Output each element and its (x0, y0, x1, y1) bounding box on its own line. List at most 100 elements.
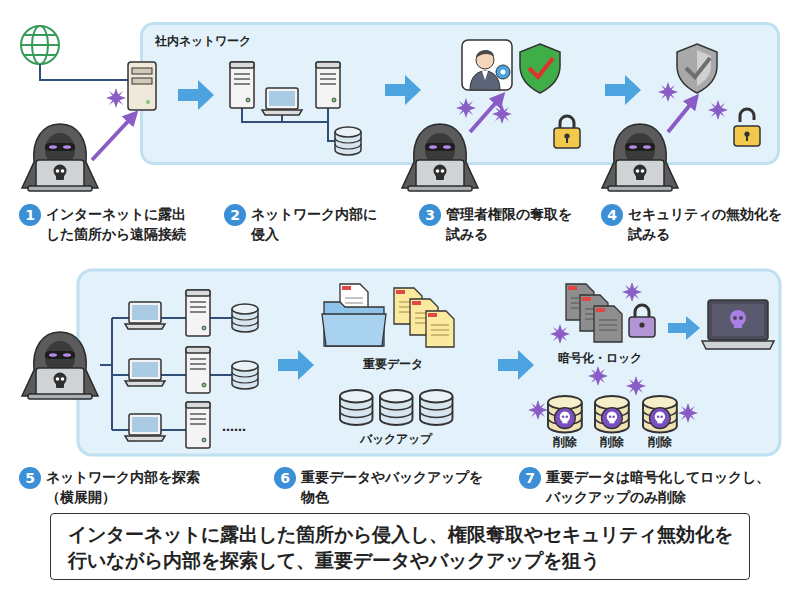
deleted-database (595, 396, 629, 432)
icon-label: 重要データ (363, 357, 423, 371)
database-icon (232, 361, 258, 389)
flow-arrow (278, 350, 314, 380)
callout-number: 1 (19, 204, 41, 226)
disabled-shield (677, 44, 717, 93)
lateral-wires (100, 318, 245, 430)
ransom-laptop (733, 316, 737, 320)
attack-burst (678, 403, 698, 423)
disabled-shield (686, 58, 710, 77)
attack-burst (626, 376, 646, 396)
admin-icon (462, 40, 512, 90)
icon-label: 暗号化・ロック (558, 351, 642, 365)
flow-arrow-small (668, 316, 700, 340)
backup-database (340, 390, 373, 425)
attacker-icon (602, 124, 678, 191)
data-folder (322, 284, 386, 346)
ransom-laptop (712, 304, 764, 336)
ransom-laptop (702, 341, 774, 349)
admin-icon (496, 65, 510, 79)
globe-icon (24, 35, 56, 55)
gateway-server (128, 62, 156, 110)
purple-padlock (639, 322, 644, 327)
attack-arrow (92, 116, 133, 160)
attacker-icon (402, 124, 478, 191)
deleted-database (643, 396, 677, 432)
laptop-icon (125, 414, 165, 441)
ellipsis-mark: …… (222, 420, 246, 434)
ransom-laptop (702, 300, 774, 349)
server-icon (230, 62, 254, 108)
callout-number: 7 (519, 467, 541, 489)
purple-padlock (629, 305, 655, 337)
data-folder (322, 314, 386, 346)
attack-burst (106, 88, 126, 108)
ransom-laptop (734, 323, 742, 328)
step-description: ネットワーク内部に侵入 (251, 204, 381, 244)
document-icon (426, 311, 454, 347)
admin-icon (470, 71, 500, 90)
database-icon (232, 304, 258, 332)
server-icon (186, 290, 210, 336)
backup-database (420, 390, 453, 425)
globe-icon (21, 44, 59, 46)
flow-arrow (385, 75, 421, 105)
lateral-wires (100, 318, 245, 430)
server-icon (186, 402, 210, 448)
step-description: ネットワーク内部を探索（横展開） (46, 467, 204, 507)
step-description: 重要データやバックアップを物色 (301, 467, 487, 507)
padlock-open (734, 109, 760, 146)
admin-icon (482, 71, 488, 80)
purple-padlock (635, 305, 649, 318)
gateway-server (128, 62, 156, 110)
admin-icon (476, 50, 494, 58)
flow-arrow (178, 80, 214, 110)
caption-box: インターネットに露出した箇所から侵入し、権限奪取やセキュリティ無効化を行いながら… (50, 513, 750, 580)
attack-burst (622, 282, 642, 302)
padlock-closed (554, 116, 580, 148)
attacker-icon (22, 332, 98, 399)
admin-icon (501, 70, 506, 75)
security-shield (520, 44, 560, 93)
zone-label: 社内ネットワーク (155, 33, 251, 50)
flow-arrow (605, 75, 641, 105)
server-icon (316, 62, 340, 108)
attack-burst (550, 324, 570, 344)
step-description: セキュリティの無効化を試みる (628, 204, 786, 244)
encrypted-document (594, 306, 622, 342)
icon-label: バックアップ (360, 432, 432, 446)
attack-burst (492, 104, 512, 124)
database-icon (335, 127, 361, 155)
gateway-server (146, 100, 150, 104)
globe-icon (21, 26, 59, 64)
globe-icon (21, 26, 59, 64)
step-description: インターネットに露出した箇所から遠隔接続 (46, 204, 190, 244)
callout-number: 4 (601, 204, 623, 226)
callout-number: 2 (224, 204, 246, 226)
gateway-server (132, 78, 152, 84)
security-shield (529, 58, 553, 77)
step-description: 重要データは暗号化してロックし、バックアップのみ削除 (546, 467, 774, 507)
admin-icon (462, 40, 512, 90)
icon-label: 削除 (553, 435, 577, 449)
deleted-database (548, 396, 582, 432)
callout-number: 6 (274, 467, 296, 489)
icon-label: 削除 (600, 435, 624, 449)
server-icon (186, 347, 210, 393)
flow-arrow (498, 350, 534, 380)
internet-wire (40, 64, 128, 80)
attacker-icon (22, 124, 98, 191)
caption-text: インターネットに露出した箇所から侵入し、権限奪取やセキュリティ無効化を行いながら… (68, 521, 739, 573)
attack-burst (456, 98, 476, 118)
callout-number: 5 (19, 467, 41, 489)
ransom-laptop (739, 316, 743, 320)
network-zone-bottom (78, 270, 780, 455)
attack-burst (658, 82, 678, 102)
laptop-icon (125, 359, 165, 386)
attack-burst (528, 400, 548, 420)
icon-label: 削除 (648, 435, 672, 449)
ransom-laptop (708, 300, 768, 340)
laptop-icon (125, 302, 165, 329)
security-shield (520, 44, 560, 93)
purple-padlock (629, 317, 655, 337)
